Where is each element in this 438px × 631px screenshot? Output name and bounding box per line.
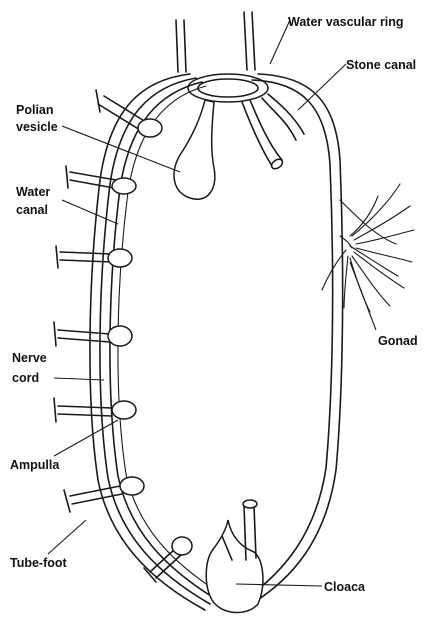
- label-water-vascular-ring: Water vascular ring: [288, 15, 404, 29]
- tube-foot-4: [54, 322, 132, 346]
- label-nerve-cord-line2: cord: [12, 371, 39, 385]
- label-cloaca: Cloaca: [324, 580, 366, 594]
- stone-canal: [262, 94, 304, 140]
- label-stone-canal: Stone canal: [346, 58, 416, 72]
- label-water-canal-line2: canal: [16, 203, 48, 217]
- polian-vesicle: [174, 100, 215, 199]
- label-nerve-cord-line1: Nerve: [12, 351, 47, 365]
- label-gonad: Gonad: [378, 334, 418, 348]
- ring-tube-stub: [242, 100, 284, 171]
- label-polian-line2: vesicle: [16, 120, 58, 134]
- leader-nerve-cord: [54, 378, 104, 380]
- label-water-canal-line1: Water: [16, 185, 50, 199]
- label-ampulla: Ampulla: [10, 458, 60, 472]
- leader-tube-foot: [48, 520, 86, 554]
- leader-stone-canal: [298, 64, 346, 110]
- tube-feet: [54, 90, 192, 582]
- oral-tubes: [176, 12, 255, 72]
- gonad: [322, 184, 414, 312]
- leader-water-canal: [62, 200, 118, 224]
- tube-foot-5: [54, 398, 136, 422]
- cloaca: [206, 500, 263, 613]
- tube-foot-6: [64, 477, 144, 512]
- leader-polian-vesicle: [62, 126, 180, 172]
- leader-water-vascular-ring: [270, 20, 290, 64]
- leader-ampulla: [54, 420, 118, 456]
- label-polian-line1: Polian: [16, 103, 54, 117]
- label-tube-foot: Tube-foot: [10, 556, 68, 570]
